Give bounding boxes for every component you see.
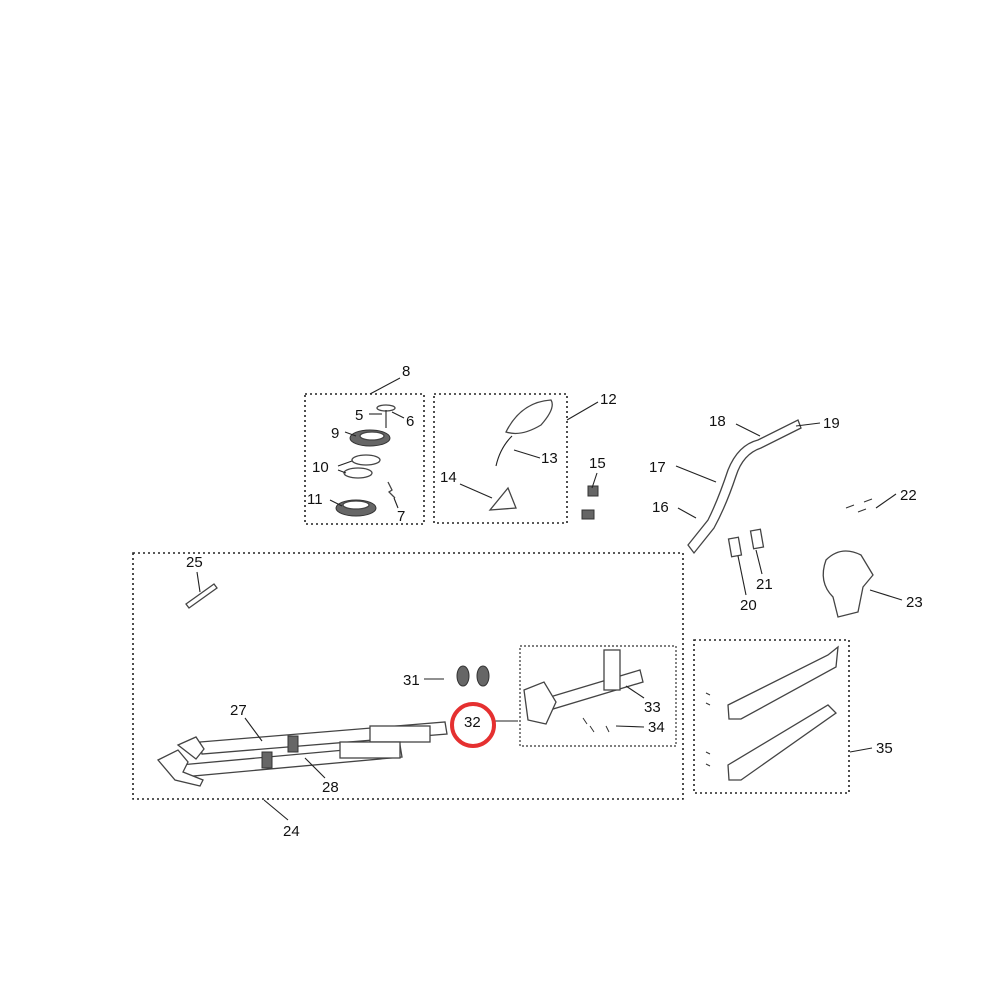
fork-guard-parts bbox=[705, 645, 839, 781]
callout-32[interactable]: 32 bbox=[464, 714, 481, 731]
callout-28[interactable]: 28 bbox=[322, 779, 339, 796]
callout-25[interactable]: 25 bbox=[186, 554, 203, 571]
group-box-12 bbox=[433, 393, 568, 524]
callout-23[interactable]: 23 bbox=[906, 594, 923, 611]
front-fork-parts bbox=[156, 665, 490, 787]
callout-19[interactable]: 19 bbox=[823, 415, 840, 432]
callout-33[interactable]: 33 bbox=[644, 699, 661, 716]
callout-11[interactable]: 11 bbox=[307, 491, 323, 508]
steering-bearing-parts bbox=[335, 404, 396, 517]
group-box-35 bbox=[693, 639, 850, 794]
callout-15[interactable]: 15 bbox=[589, 455, 606, 472]
callout-16[interactable]: 16 bbox=[652, 499, 669, 516]
callout-13[interactable]: 13 bbox=[541, 450, 558, 467]
callout-12[interactable]: 12 bbox=[600, 391, 617, 408]
group-box-32 bbox=[519, 645, 677, 747]
callout-5[interactable]: 5 bbox=[355, 407, 363, 424]
axle-part bbox=[185, 583, 218, 609]
mirror-parts bbox=[488, 399, 599, 520]
callout-10[interactable]: 10 bbox=[312, 459, 329, 476]
callout-14[interactable]: 14 bbox=[440, 469, 457, 486]
callout-9[interactable]: 9 bbox=[331, 425, 339, 442]
callout-21[interactable]: 21 bbox=[756, 576, 773, 593]
callout-7[interactable]: 7 bbox=[397, 508, 405, 525]
callout-34[interactable]: 34 bbox=[648, 719, 665, 736]
callout-18[interactable]: 18 bbox=[709, 413, 726, 430]
callout-8[interactable]: 8 bbox=[402, 363, 410, 380]
callout-27[interactable]: 27 bbox=[230, 702, 247, 719]
callout-22[interactable]: 22 bbox=[900, 487, 917, 504]
callout-6[interactable]: 6 bbox=[406, 413, 414, 430]
callout-20[interactable]: 20 bbox=[740, 597, 757, 614]
highlight-circle bbox=[450, 702, 496, 748]
triple-clamp-parts bbox=[523, 649, 644, 733]
callout-17[interactable]: 17 bbox=[649, 459, 666, 476]
handlebar-parts bbox=[687, 419, 874, 618]
callout-24[interactable]: 24 bbox=[283, 823, 300, 840]
group-box-24 bbox=[132, 552, 684, 800]
leader-lines bbox=[196, 377, 903, 821]
callout-35[interactable]: 35 bbox=[876, 740, 893, 757]
callout-31[interactable]: 31 bbox=[403, 672, 420, 689]
